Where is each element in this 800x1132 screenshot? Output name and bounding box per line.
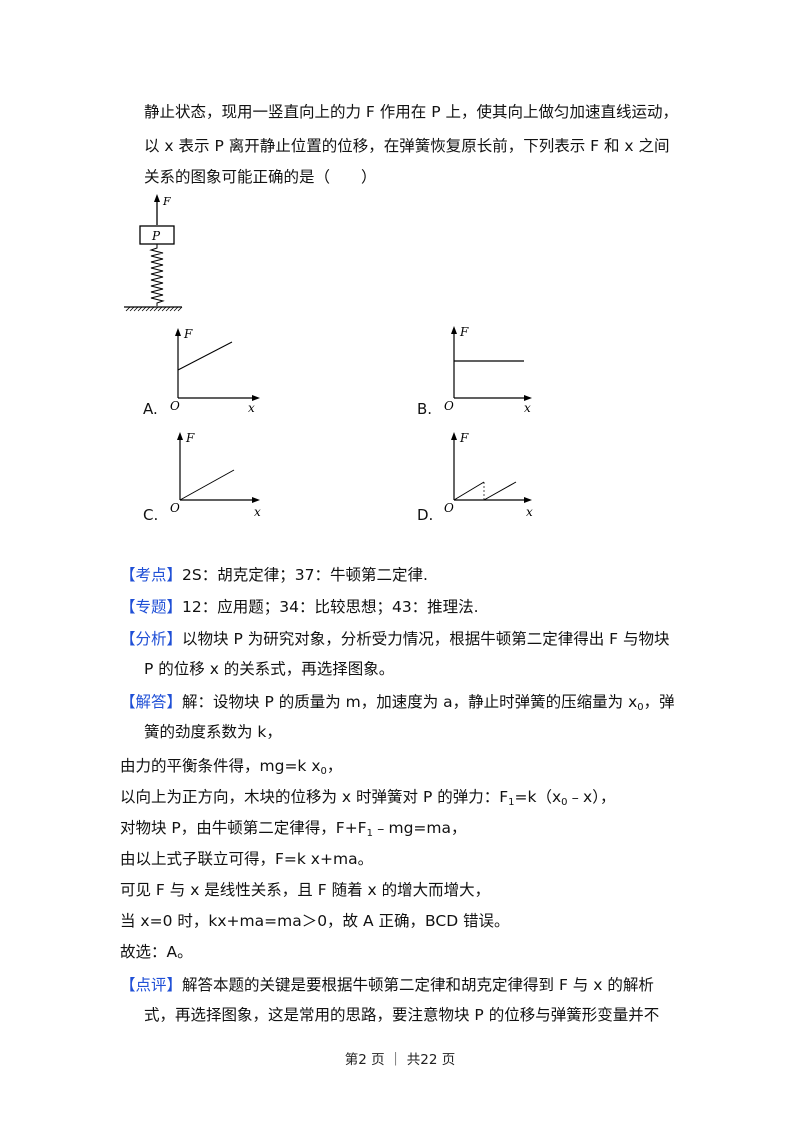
solution-line-3-end: ，: [326, 757, 343, 775]
solution-line-4b: =k（x: [514, 788, 562, 806]
x-label: x: [248, 401, 255, 415]
y-arrow: [175, 328, 181, 336]
x-label: x: [254, 505, 261, 519]
solution-line-8: 当 x=0 时，kx+ma=ma＞0，故 A 正确，BCD 错误。: [120, 912, 510, 930]
jieda-text-1: 解：设物块 P 的质量为 m，加速度为 a，静止时弹簧的压缩量为 x: [182, 693, 638, 711]
option-d-label: D.: [417, 506, 434, 524]
jieda-sub: 0: [637, 702, 644, 713]
zhuanti-row: 【专题】12：应用题；34：比较思想；43：推理法.: [120, 597, 479, 617]
x-arrow: [252, 497, 260, 503]
question-line-1: 静止状态，现用一竖直向上的力 F 作用在 P 上，使其向上做匀加速直线运动，: [144, 103, 678, 121]
y-label: F: [183, 327, 193, 341]
spring-block-figure: F P: [124, 194, 183, 312]
option-c-label: C.: [143, 506, 159, 524]
kaodian-row: 【考点】2S：胡克定律；37：牛顿第二定律.: [120, 565, 428, 585]
jieda-text-1-end: ，弹: [643, 693, 675, 711]
x-label: x: [524, 401, 531, 415]
block-label: P: [151, 229, 161, 243]
option-a-label: A.: [143, 400, 158, 418]
spring: [149, 244, 165, 306]
question-line-3: 关系的图象可能正确的是（ ）: [144, 168, 377, 186]
y-arrow: [451, 326, 457, 334]
option-a-graph: F O x: [170, 327, 260, 415]
solution-line-3: 由力的平衡条件得，mg=k x0，: [120, 756, 342, 782]
graph-line: [179, 469, 235, 501]
solution-line-4c: ﹣x），: [567, 788, 616, 806]
dianping-text-1: 解答本题的关键是要根据牛顿第二定律和胡克定律得到 F 与 x 的解析: [182, 976, 654, 994]
kaodian-text: 2S：胡克定律；37：牛顿第二定律.: [182, 566, 428, 584]
x-arrow: [524, 497, 532, 503]
y-label: F: [185, 431, 195, 445]
y-arrow: [451, 432, 457, 440]
solution-line-4-sub1: 1: [508, 797, 515, 808]
option-b-graph: F O x: [444, 325, 532, 415]
option-b-label: B.: [417, 400, 433, 418]
page-footer: 第2 页 ｜ 共22 页: [344, 1052, 456, 1068]
x-label: x: [526, 505, 533, 519]
force-label: F: [162, 195, 171, 208]
x-arrow: [524, 395, 532, 401]
y-label: F: [459, 325, 469, 339]
solution-line-5a: 对物块 P，由牛顿第二定律得，F+F: [120, 819, 367, 837]
jieda-text-2: 簧的劲度系数为 k，: [144, 723, 282, 741]
dianping-tag: 【点评】: [120, 976, 183, 994]
zhuanti-tag: 【专题】: [120, 598, 183, 616]
option-d-graph: F O x: [444, 431, 533, 519]
fenxi-tag: 【分析】: [120, 630, 183, 648]
solution-line-4-sub2: 0: [561, 797, 568, 808]
graph-line-1: [453, 481, 485, 501]
jieda-row: 【解答】解：设物块 P 的质量为 m，加速度为 a，静止时弹簧的压缩量为 x0，…: [120, 692, 675, 718]
solution-line-9: 故选：A。: [120, 943, 193, 961]
force-arrow-head: [154, 194, 160, 202]
solution-line-5-sub: 1: [366, 828, 373, 839]
jieda-tag: 【解答】: [120, 693, 183, 711]
origin-label: O: [444, 399, 454, 413]
fenxi-text-2: P 的位移 x 的关系式，再选择图象。: [144, 660, 395, 678]
dianping-row: 【点评】解答本题的关键是要根据牛顿第二定律和胡克定律得到 F 与 x 的解析: [120, 975, 654, 995]
zhuanti-text: 12：应用题；34：比较思想；43：推理法.: [182, 598, 479, 616]
y-label: F: [459, 431, 469, 445]
option-c-graph: F O x: [170, 431, 261, 519]
origin-label: O: [170, 501, 180, 515]
dianping-text-2: 式，再选择图象，这是常用的思路，要注意物块 P 的位移与弹簧形变量并不: [144, 1006, 660, 1024]
fenxi-text-1: 以物块 P 为研究对象，分析受力情况，根据牛顿第二定律得出 F 与物块: [182, 630, 670, 648]
origin-label: O: [170, 399, 180, 413]
graph-line: [177, 341, 233, 371]
solution-line-7: 可见 F 与 x 是线性关系，且 F 随着 x 的增大而增大，: [120, 881, 491, 899]
question-line-2: 以 x 表示 P 离开静止位置的位移，在弹簧恢复原长前，下列表示 F 和 x 之…: [144, 137, 670, 155]
solution-line-3-sub: 0: [320, 766, 327, 777]
fenxi-row: 【分析】以物块 P 为研究对象，分析受力情况，根据牛顿第二定律得出 F 与物块: [120, 629, 670, 649]
x-arrow: [252, 395, 260, 401]
y-arrow: [177, 432, 183, 440]
solution-line-5: 对物块 P，由牛顿第二定律得，F+F1﹣mg=ma，: [120, 818, 467, 844]
solution-line-4: 以向上为正方向，木块的位移为 x 时弹簧对 P 的弹力：F1=k（x0﹣x），: [120, 787, 615, 813]
ground-hatch: [125, 306, 183, 312]
origin-label: O: [444, 501, 454, 515]
solution-line-4a: 以向上为正方向，木块的位移为 x 时弹簧对 P 的弹力：F: [120, 788, 509, 806]
graph-line-2: [483, 481, 517, 501]
solution-line-5b: ﹣mg=ma，: [372, 819, 467, 837]
kaodian-tag: 【考点】: [120, 566, 183, 584]
solution-line-6: 由以上式子联立可得，F=k x+ma。: [120, 850, 374, 868]
solution-line-3-text: 由力的平衡条件得，mg=k x: [120, 757, 321, 775]
